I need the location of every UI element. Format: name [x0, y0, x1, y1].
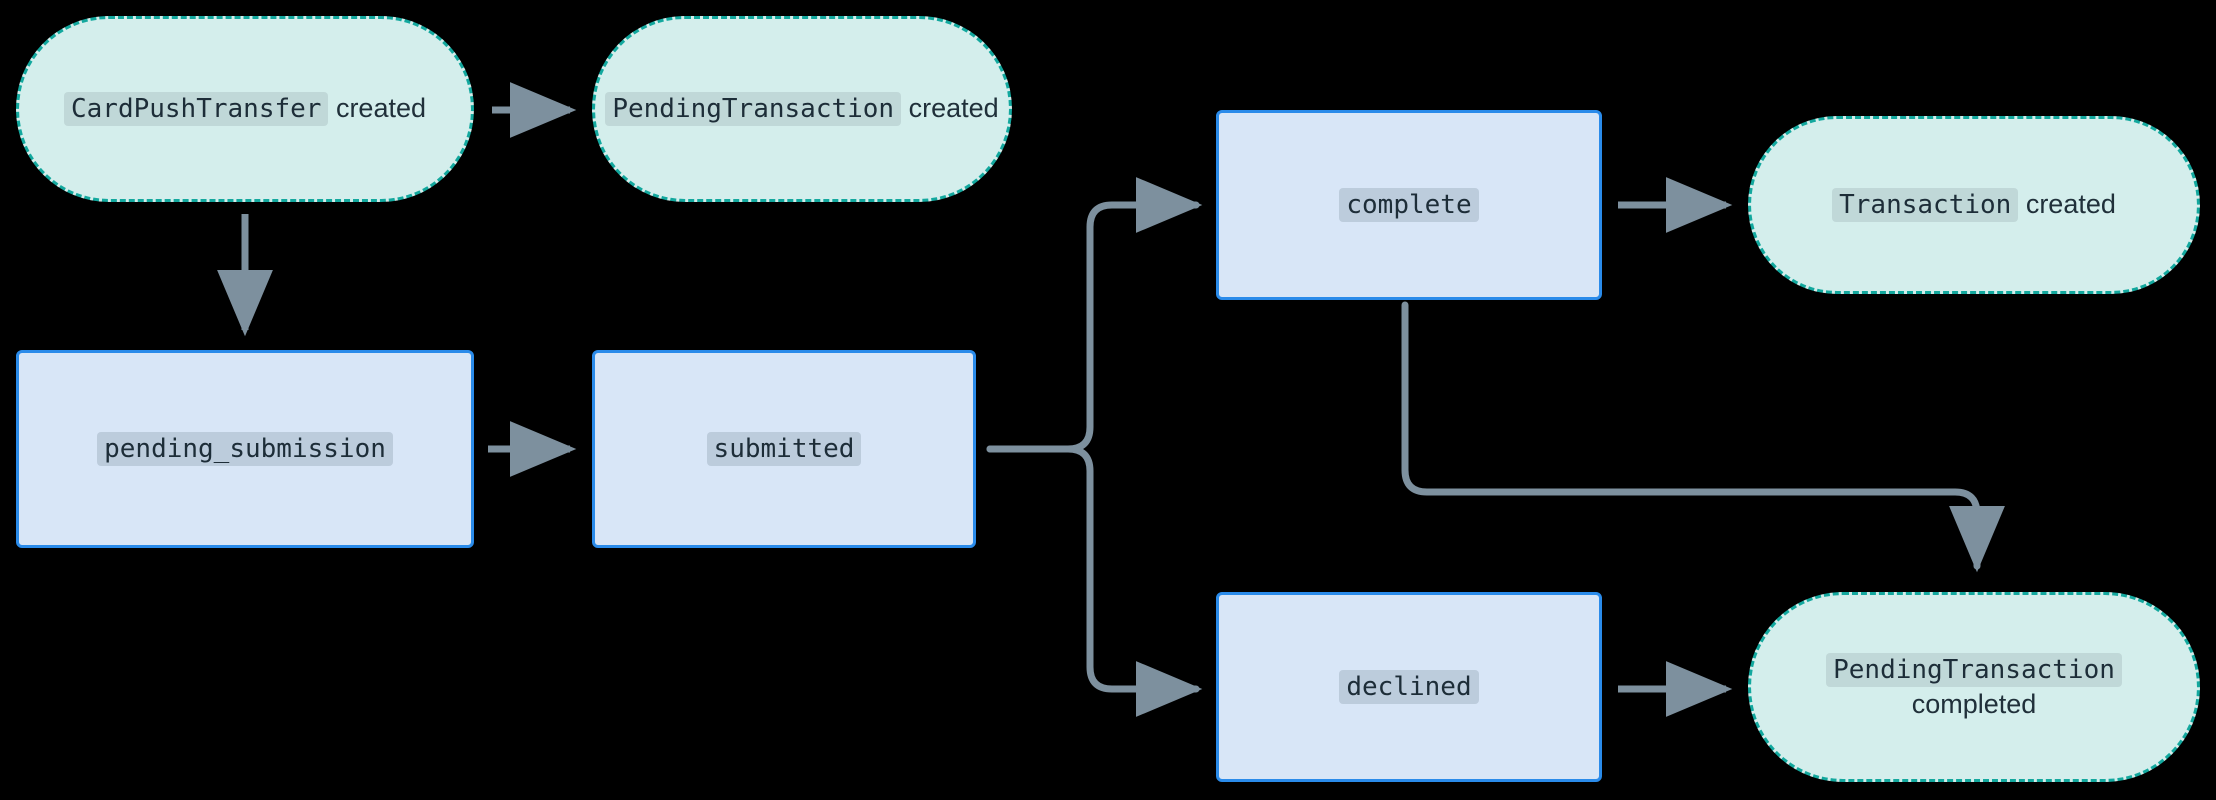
node-pending-submission[interactable]: pending_submission: [16, 350, 474, 548]
edge-complete-to-pending-transaction-completed: [1401, 301, 2005, 573]
node-code-label: PendingTransaction: [605, 92, 902, 127]
node-label: pending_submission: [87, 431, 403, 467]
node-transaction-created[interactable]: Transaction created: [1748, 116, 2200, 294]
node-complete[interactable]: complete: [1216, 110, 1602, 300]
node-label: declined: [1329, 669, 1488, 705]
node-pending-transaction-created[interactable]: PendingTransaction created: [592, 16, 1012, 202]
node-label: PendingTransaction created: [595, 91, 1008, 127]
node-submitted[interactable]: submitted: [592, 350, 976, 548]
node-plain-label: created: [901, 93, 999, 124]
node-code-label: submitted: [706, 432, 862, 467]
node-plain-label: created: [328, 93, 426, 124]
node-label: Transaction created: [1822, 187, 2126, 223]
node-code-label: PendingTransaction: [1826, 652, 2122, 687]
node-card-push-transfer-created[interactable]: CardPushTransfer created: [16, 16, 474, 202]
node-plain-label: completed: [1911, 689, 2037, 720]
node-label: CardPushTransfer created: [54, 91, 436, 127]
node-declined[interactable]: declined: [1216, 592, 1602, 782]
node-code-label: CardPushTransfer: [63, 92, 329, 127]
node-plain-label: created: [2018, 189, 2116, 220]
node-code-label: declined: [1339, 670, 1479, 705]
node-code-label: pending_submission: [97, 432, 393, 467]
edge-submitted-to-declined: [986, 445, 1203, 717]
node-label: complete: [1329, 187, 1488, 223]
node-code-label: Transaction: [1832, 188, 2019, 223]
node-code-label: complete: [1339, 188, 1479, 223]
node-label: submitted: [697, 431, 872, 467]
edge-submitted-to-complete: [986, 177, 1203, 453]
